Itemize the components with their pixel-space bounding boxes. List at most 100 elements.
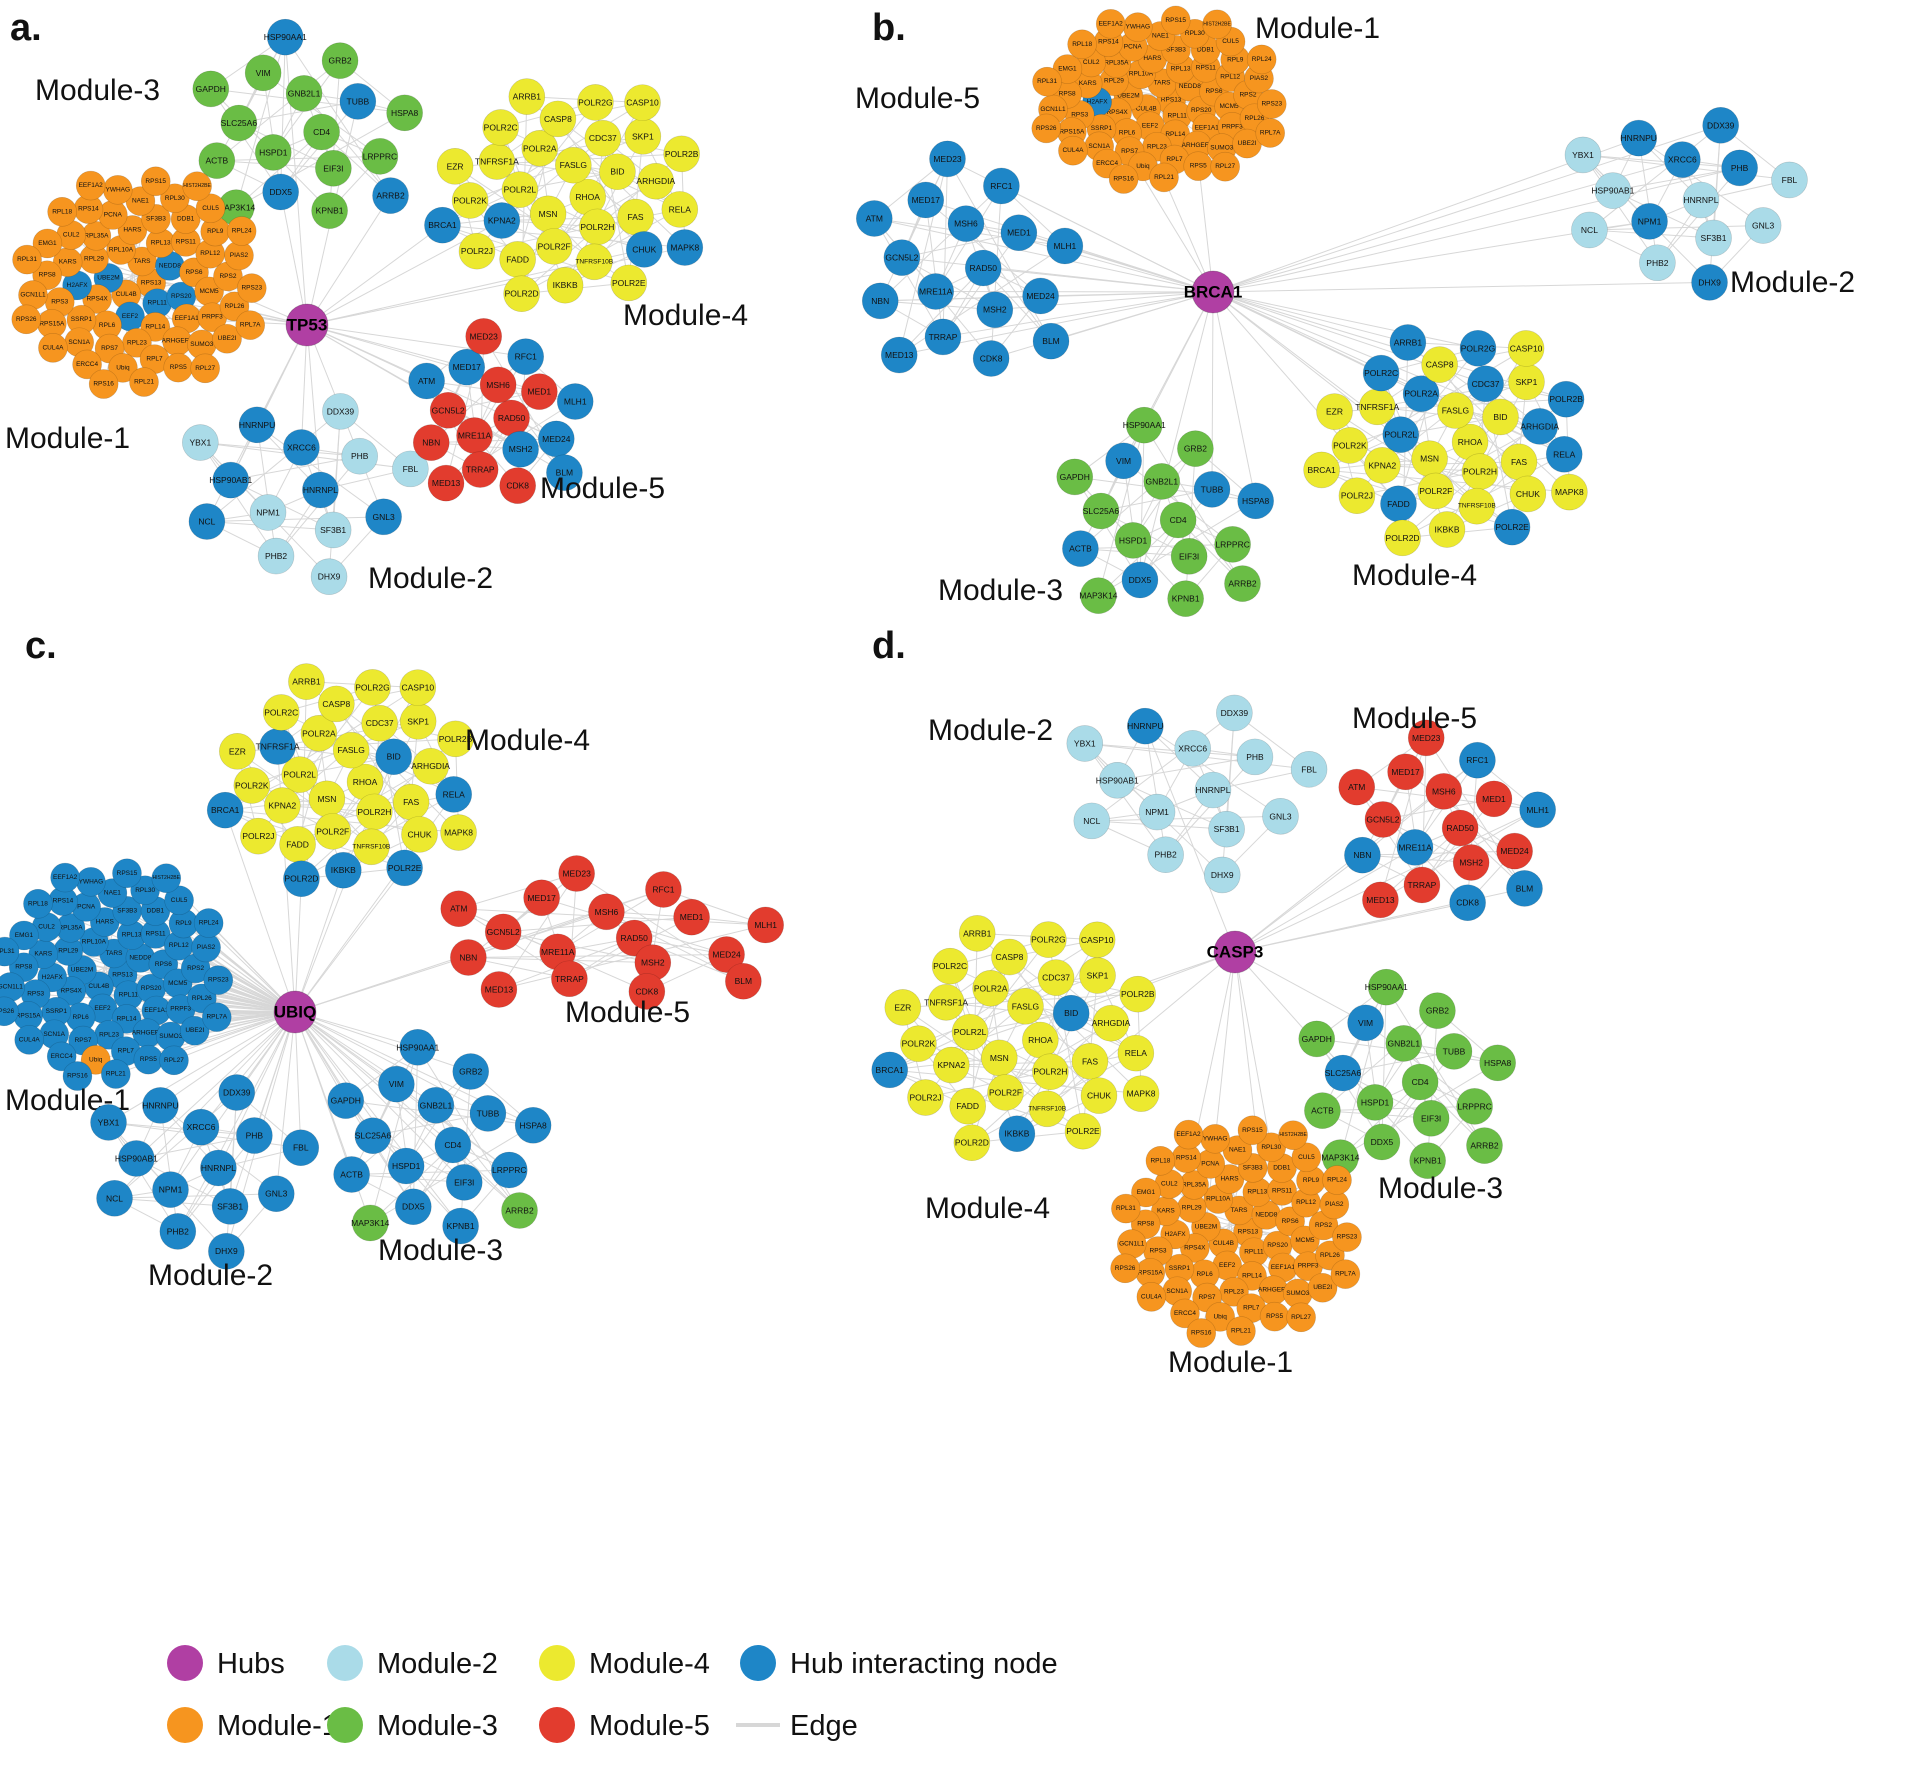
gene-node-label: RPL23 — [1147, 143, 1167, 150]
gene-node — [1125, 406, 1163, 444]
gene-node-label: FAS — [1082, 1056, 1098, 1066]
gene-node-label: POLR2L — [504, 185, 537, 195]
gene-node-label: TNFRSF10B — [1028, 1105, 1066, 1112]
legend-swatch-module4 — [539, 1645, 575, 1681]
gene-node — [448, 348, 486, 386]
gene-node — [1214, 526, 1251, 563]
gene-node-label: LRPPRC — [363, 151, 397, 161]
gene-node — [159, 1045, 189, 1076]
gene-node-label: BID — [1064, 1008, 1078, 1018]
gene-node-label: EEF1A2 — [79, 182, 104, 189]
gene-node-label: GNL3 — [265, 1189, 287, 1199]
gene-node-label: BID — [1493, 412, 1507, 422]
gene-node-label: HSPA8 — [1242, 496, 1270, 506]
gene-node-label: CASP10 — [1510, 343, 1543, 353]
gene-node-label: ARHGEF2 — [132, 1030, 163, 1037]
gene-node — [226, 216, 257, 246]
gene-node — [236, 273, 267, 303]
gene-node-label: NBN — [459, 952, 477, 962]
gene-node — [314, 511, 352, 549]
gene-node-label: NCL — [1581, 225, 1598, 235]
gene-node — [1037, 959, 1075, 996]
gene-node-label: RPL7A — [240, 322, 261, 329]
gene-node — [1551, 473, 1588, 511]
gene-node-label: DDX5 — [269, 187, 292, 197]
gene-node — [108, 353, 138, 383]
edge — [430, 356, 527, 443]
gene-node-label: POLR2F — [1419, 486, 1452, 496]
gene-node-label: HNRNPU — [142, 1100, 178, 1110]
gene-node-label: POLR2H — [1033, 1067, 1067, 1077]
gene-node — [235, 310, 266, 340]
edge — [1205, 951, 1236, 1228]
edge — [306, 324, 321, 491]
gene-node — [11, 304, 42, 335]
gene-node — [417, 1086, 455, 1124]
gene-node-label: UBE2I — [185, 1027, 204, 1034]
edge — [294, 911, 607, 1013]
edge — [431, 438, 557, 444]
gene-node — [0, 996, 19, 1027]
gene-node — [484, 913, 522, 951]
edge — [1582, 154, 1740, 169]
gene-node — [1032, 1053, 1069, 1091]
gene-node — [1384, 519, 1421, 557]
gene-node-label: GCN1L1 — [1119, 1241, 1145, 1248]
gene-node — [1160, 5, 1191, 36]
gene-node — [1127, 707, 1164, 745]
gene-node-label: TUBB — [1201, 484, 1224, 494]
gene-node-label: NEDD8 — [1179, 83, 1201, 90]
module-label: Module-5 — [565, 996, 690, 1029]
gene-node-label: NAE1 — [104, 890, 121, 897]
gene-node-label: YBX1 — [189, 438, 211, 448]
gene-node — [577, 84, 614, 121]
gene-node-label: HSPD1 — [259, 147, 288, 157]
gene-node-label: IKBKB — [1004, 1129, 1029, 1139]
gene-node — [1007, 987, 1044, 1025]
gene-node-label: ACTB — [206, 156, 229, 166]
gene-node — [1385, 1025, 1423, 1062]
gene-node-label: FBL — [293, 1143, 309, 1153]
gene-node — [1256, 89, 1287, 119]
gene-node-label: POLR2A — [974, 983, 1008, 993]
gene-node — [588, 893, 625, 931]
gene-node-label: RPL35A — [1104, 60, 1129, 67]
gene-node-label: RPL23 — [1224, 1288, 1244, 1295]
gene-node — [1237, 1115, 1268, 1146]
gene-node-label: RPS6 — [185, 269, 202, 276]
gene-node-label: TNFRSF10B — [352, 843, 390, 850]
gene-node-label: MRE11A — [541, 947, 575, 957]
gene-node-label: MED24 — [712, 950, 741, 960]
gene-node-label: CUL2 — [38, 923, 55, 930]
gene-node-label: EMG1 — [38, 240, 57, 247]
gene-node — [628, 973, 666, 1010]
gene-node-label: RPS20 — [141, 985, 162, 992]
gene-node — [1108, 164, 1139, 194]
gene-node — [610, 264, 648, 302]
gene-node-label: GAPDH — [1060, 472, 1090, 482]
edge — [1362, 850, 1515, 856]
gene-node-label: CD4 — [444, 1140, 461, 1150]
gene-node-label: RPS15A — [1059, 128, 1085, 135]
gene-node — [1000, 214, 1038, 252]
gene-node-label: RFC1 — [990, 181, 1012, 191]
edge — [874, 217, 1214, 293]
gene-node — [188, 503, 226, 540]
gene-node — [933, 1046, 970, 1084]
gene-node — [1338, 477, 1376, 514]
gene-node-label: SKP1 — [1087, 971, 1109, 981]
gene-node-label: BID — [387, 752, 401, 762]
gene-node-label: PCNA — [104, 211, 123, 218]
gene-node — [437, 720, 474, 758]
edge — [294, 1011, 489, 1114]
gene-node-label: RPL24 — [1252, 56, 1272, 63]
gene-node-label: PIAS2 — [230, 252, 249, 259]
gene-node-label: MED23 — [562, 869, 591, 879]
gene-node — [302, 471, 339, 509]
gene-node-label: RPL21 — [1231, 1328, 1251, 1335]
gene-node-label: H2AFX — [67, 282, 89, 289]
gene-node — [318, 685, 355, 723]
gene-node — [1441, 809, 1479, 847]
gene-node — [1147, 836, 1184, 874]
edge — [173, 1011, 296, 1061]
